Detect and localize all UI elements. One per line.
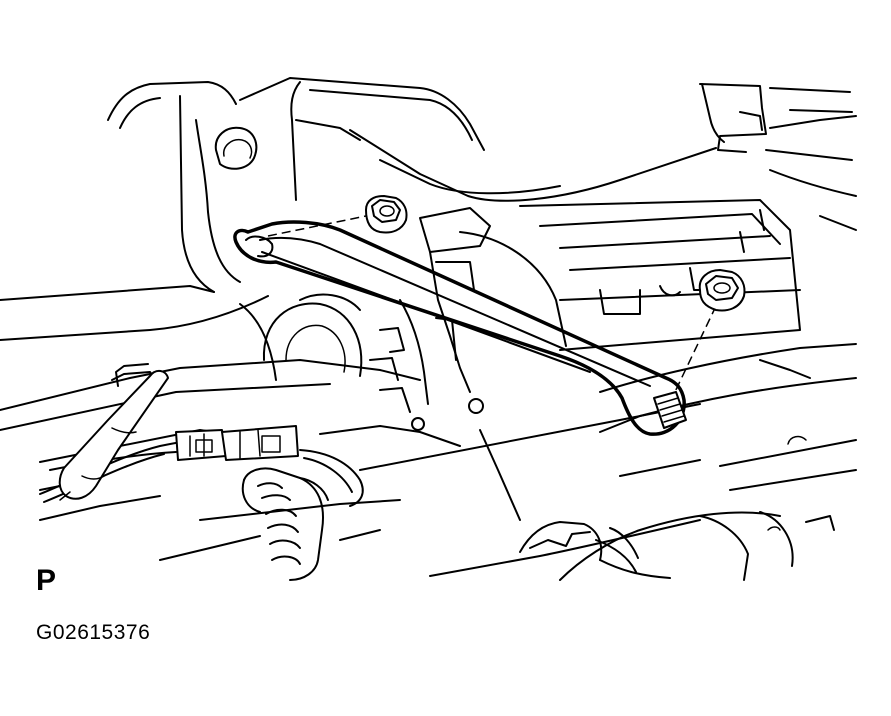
flange-nut-lower [698,269,746,312]
body-panels [0,77,857,577]
view-letter-label: P [36,564,57,597]
figure-code-label: G02615376 [36,621,151,644]
strut-brace-bar [233,220,687,436]
wire-harness [39,425,364,581]
flange-nut-upper [365,195,408,234]
sensor-probe [58,370,169,501]
connector-assembly [519,511,835,581]
assembly-guide-lines [267,215,717,399]
